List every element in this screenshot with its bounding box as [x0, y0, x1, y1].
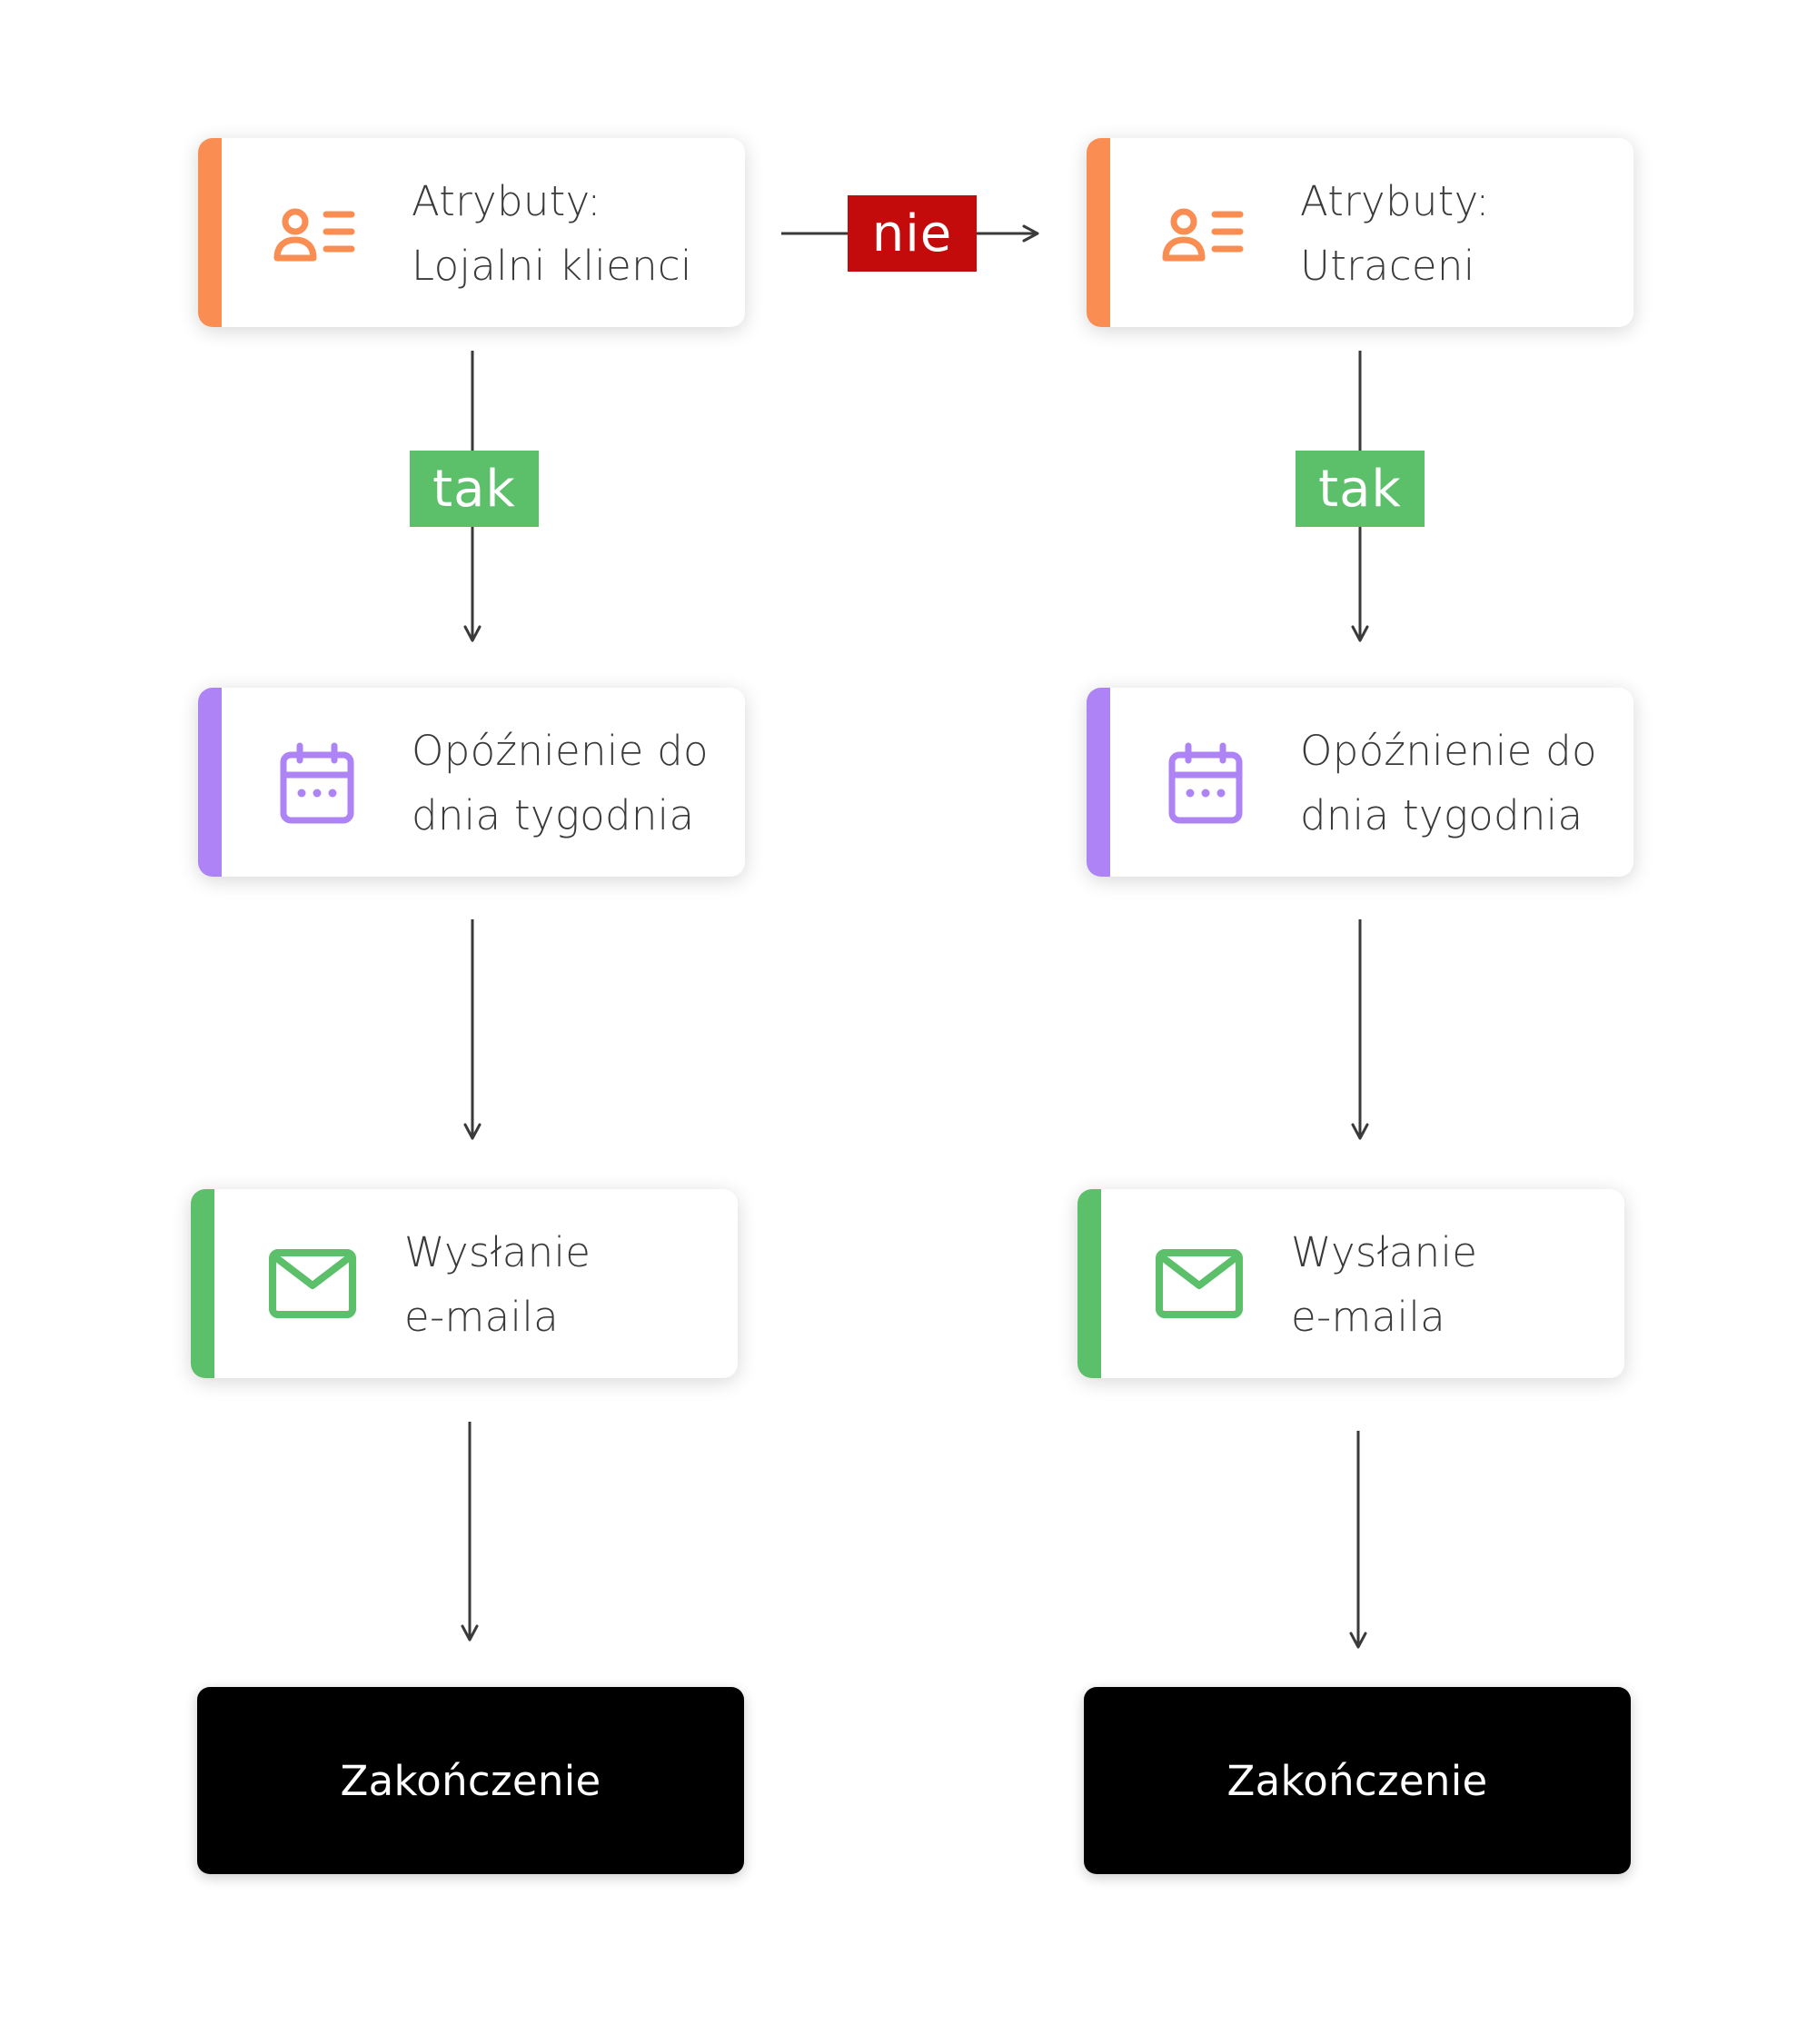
calendar-icon: [276, 740, 358, 828]
node-label-line1: Wysłanie: [404, 1228, 591, 1276]
node-label-line1: Opóźnienie do: [1300, 727, 1597, 775]
node-label-line2: dnia tygodnia: [412, 791, 695, 839]
yes-branch-badge-right: tak: [1296, 451, 1425, 527]
node-accent-bar: [1077, 1189, 1101, 1378]
delay-node-right[interactable]: Opóźnienie do dnia tygodnia: [1087, 688, 1633, 877]
email-node-left[interactable]: Wysłanie e-maila: [191, 1189, 738, 1378]
envelope-icon: [1154, 1245, 1245, 1322]
node-label: Atrybuty: Utraceni: [1300, 169, 1624, 298]
node-label-line2: e-maila: [1291, 1293, 1446, 1341]
delay-node-left[interactable]: Opóźnienie do dnia tygodnia: [198, 688, 745, 877]
node-label-line2: dnia tygodnia: [1300, 791, 1584, 839]
calendar-icon: [1165, 740, 1246, 828]
end-node-left[interactable]: Zakończenie: [197, 1687, 744, 1874]
attribute-node-right[interactable]: Atrybuty: Utraceni: [1087, 138, 1633, 327]
node-accent-bar: [1087, 138, 1110, 327]
node-label-line2: Utraceni: [1300, 242, 1475, 290]
node-accent-bar: [198, 138, 222, 327]
node-label: Wysłanie e-maila: [404, 1220, 729, 1349]
node-label-line2: Lojalni klienci: [412, 242, 692, 290]
envelope-icon: [267, 1245, 358, 1322]
node-label: Wysłanie e-maila: [1291, 1220, 1615, 1349]
node-accent-bar: [1087, 688, 1110, 877]
node-label-line2: e-maila: [404, 1293, 560, 1341]
contact-card-icon: [267, 196, 367, 278]
node-label-line1: Wysłanie: [1291, 1228, 1478, 1276]
yes-branch-badge-left: tak: [410, 451, 539, 527]
node-label-line1: Atrybuty:: [412, 177, 601, 225]
node-label: Atrybuty: Lojalni klienci: [412, 169, 736, 298]
node-label: Opóźnienie do dnia tygodnia: [1300, 719, 1624, 848]
node-label-line1: Atrybuty:: [1300, 177, 1490, 225]
end-node-right[interactable]: Zakończenie: [1084, 1687, 1631, 1874]
contact-card-icon: [1156, 196, 1256, 278]
node-label: Opóźnienie do dnia tygodnia: [412, 719, 736, 848]
node-accent-bar: [191, 1189, 214, 1378]
node-label-line1: Opóźnienie do: [412, 727, 709, 775]
email-node-right[interactable]: Wysłanie e-maila: [1077, 1189, 1624, 1378]
no-branch-badge: nie: [848, 195, 977, 272]
attribute-node-left[interactable]: Atrybuty: Lojalni klienci: [198, 138, 745, 327]
node-accent-bar: [198, 688, 222, 877]
